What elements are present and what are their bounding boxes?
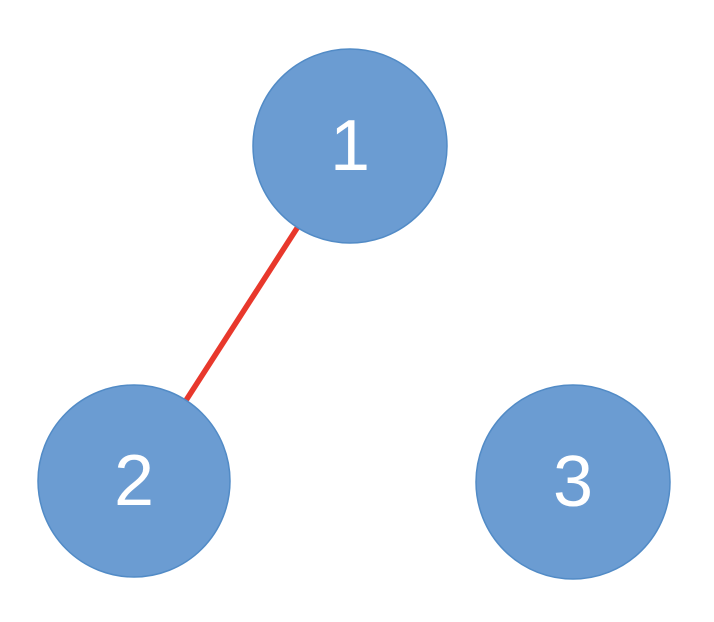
node-1-label: 1 (330, 106, 370, 186)
node-3-label: 3 (553, 442, 593, 522)
node-3-circle[interactable] (475, 384, 671, 580)
node-1-circle[interactable] (252, 48, 448, 244)
node-2[interactable]: 2 (37, 384, 231, 578)
node-2-label: 2 (114, 441, 154, 521)
node-3[interactable]: 3 (475, 384, 671, 580)
node-1[interactable]: 1 (252, 48, 448, 244)
node-2-circle[interactable] (37, 384, 231, 578)
